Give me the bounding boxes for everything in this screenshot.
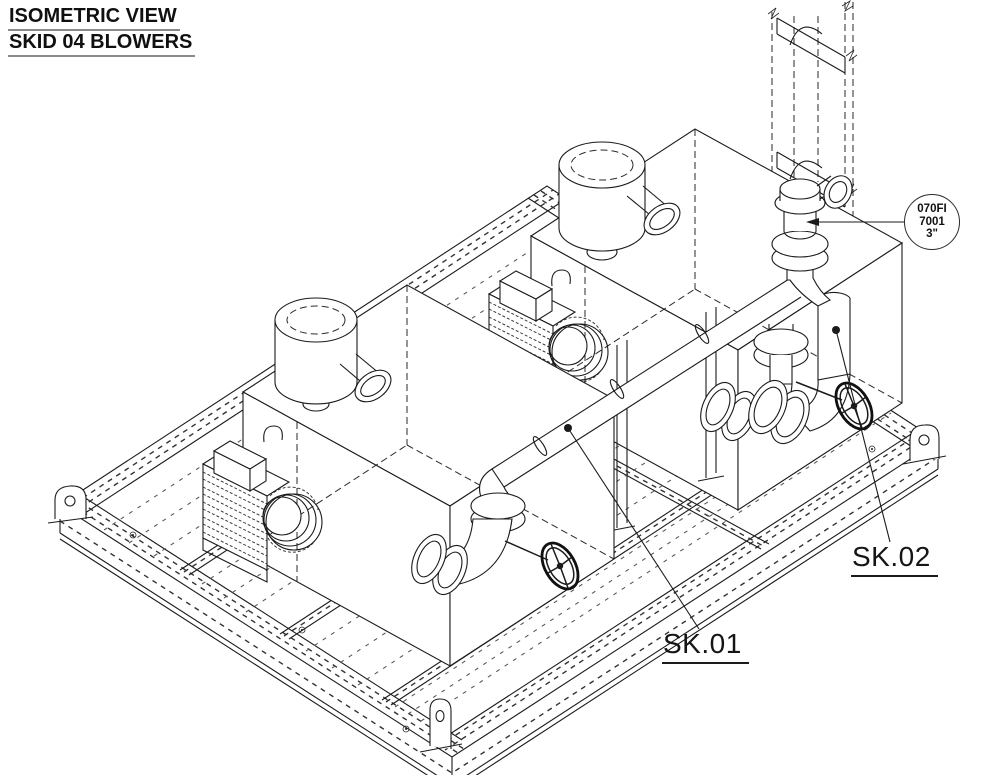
balloon-tag-prefix: 070FI [917, 203, 947, 216]
motor-left [201, 440, 323, 583]
lifting-lug-west [47, 485, 94, 524]
discharge-piping-right [700, 291, 874, 445]
lifting-lug-east [902, 424, 947, 465]
sk02-riser-pipe [748, 291, 851, 445]
instrument-tag-balloon: 070FI 7001 3" [904, 194, 960, 250]
skid-title: SKID 04 BLOWERS [8, 31, 196, 57]
discharge-piping-left [411, 492, 580, 596]
butterfly-valve-right [795, 381, 874, 431]
flow-instrument-stack [771, 175, 853, 307]
leader-balloon [806, 218, 905, 226]
leader-sk02 [832, 326, 891, 543]
lifting-lug-south [419, 698, 463, 753]
rack-bracket-upper [776, 17, 858, 74]
label-sk01: SK.01 [662, 628, 749, 664]
butterfly-valve-left [504, 540, 580, 591]
balloon-tag-size: 3" [926, 228, 938, 241]
silencer-left [274, 297, 392, 412]
label-sk02: SK.02 [851, 541, 938, 577]
view-title: ISOMETRIC VIEW [8, 5, 180, 31]
leader-lines [564, 218, 905, 630]
leader-sk01 [564, 424, 700, 630]
balloon-tag-number: 7001 [919, 215, 945, 228]
title-block: ISOMETRIC VIEW SKID 04 BLOWERS [8, 5, 196, 57]
silencer-right [558, 141, 681, 261]
main-header-pipe [479, 278, 803, 501]
